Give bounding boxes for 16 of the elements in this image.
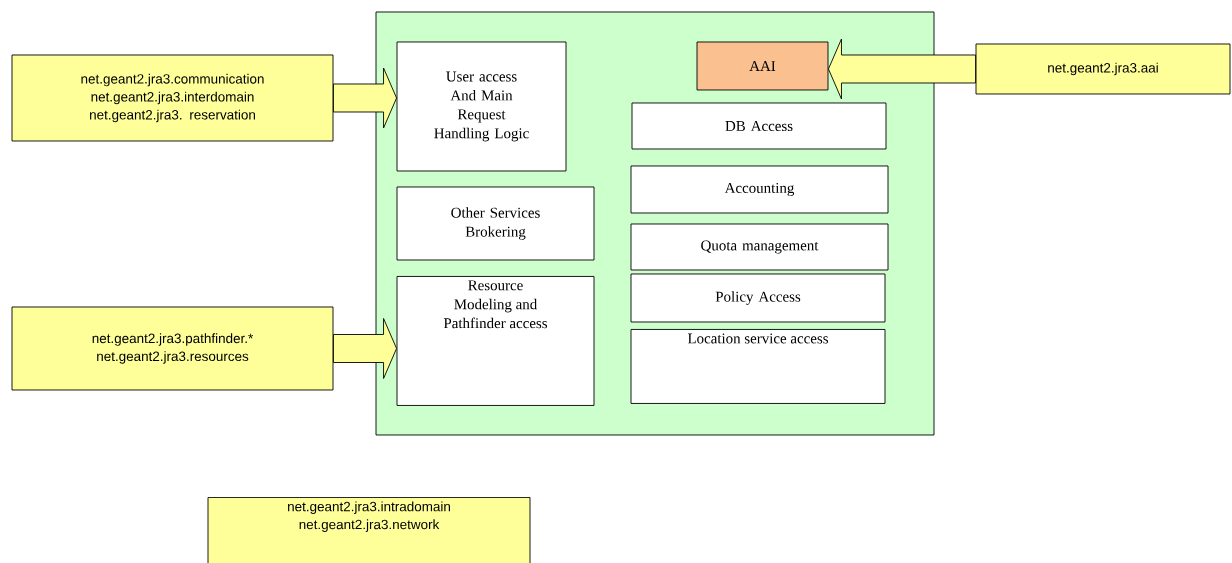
- package-box: net.geant2.jra3.pathfinder.* net.geant2.jra3.resources: [11, 306, 334, 391]
- block-arrow: [828, 38, 976, 100]
- module-box: Location service access: [630, 329, 886, 404]
- module-box: DB Access: [631, 102, 887, 150]
- block-arrow: [333, 318, 397, 379]
- block-arrow: [333, 67, 397, 129]
- module-box: Resource Modeling and Pathfinder access: [396, 276, 595, 406]
- package-box: net.geant2.jra3.aai: [975, 43, 1231, 95]
- module-box: Quota management: [630, 223, 889, 271]
- package-box: net.geant2.jra3.communication net.geant2.jra3.interdomain net.geant2.jra3. reservation: [11, 54, 334, 142]
- package-box: net.geant2.jra3.intradomain net.geant2.jra3.network: [207, 497, 531, 563]
- module-box: Policy Access: [630, 273, 886, 323]
- module-box: User access And Main Request Handling Logic: [396, 41, 567, 172]
- module-box: AAI: [696, 41, 829, 91]
- module-box: Accounting: [630, 165, 889, 214]
- module-box: Other Services Brokering: [396, 186, 595, 261]
